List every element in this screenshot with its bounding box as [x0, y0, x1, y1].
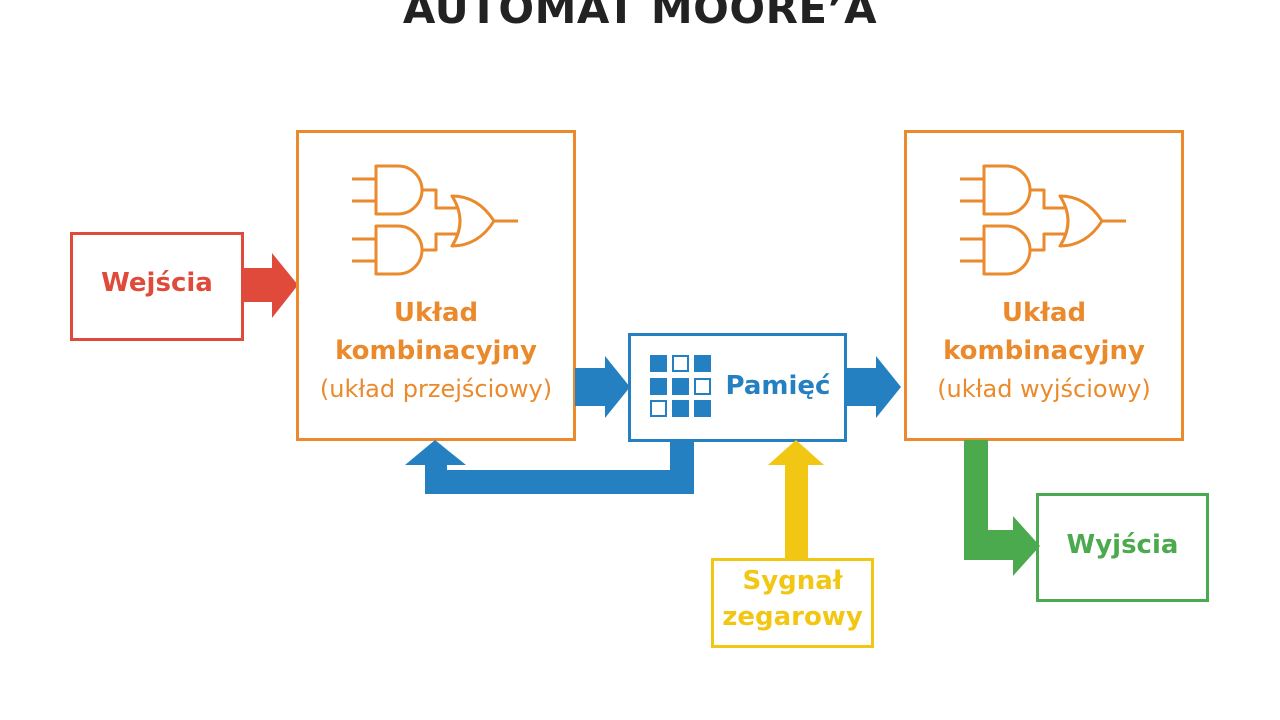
comb-left-line1: Układ — [393, 298, 479, 328]
memory-label: Pamięć — [725, 371, 831, 401]
inputs-arrow — [242, 253, 298, 318]
comb-left-line3: (układ przejściowy) — [319, 375, 553, 403]
logic-gates-icon — [960, 164, 1126, 276]
comb-to-memory-arrow — [575, 356, 630, 418]
memory-grid-icon — [650, 355, 711, 417]
memory-to-output-comb-arrow — [846, 356, 901, 418]
comb-right-box — [904, 130, 1184, 441]
clock-label: Sygnał zegarowy — [714, 563, 871, 635]
comb-left-line2: kombinacyjny — [335, 336, 537, 366]
outputs-arrow — [964, 440, 1040, 576]
clock-line1: Sygnał — [742, 566, 843, 596]
comb-right-label: Układ kombinacyjny (układ wyjściowy) — [907, 294, 1181, 408]
comb-left-label: Układ kombinacyjny (układ przejściowy) — [299, 294, 573, 408]
clock-box — [711, 558, 874, 648]
comb-right-line3: (układ wyjściowy) — [937, 375, 1151, 403]
diagram-title: AUTOMAT MOORE’A — [402, 0, 878, 33]
clock-line2: zegarowy — [722, 602, 863, 632]
outputs-label: Wyjścia — [1066, 530, 1179, 560]
comb-right-line2: kombinacyjny — [943, 336, 1145, 366]
feedback-arrow — [405, 440, 694, 494]
inputs-label: Wejścia — [101, 268, 213, 298]
clock-arrow — [768, 440, 824, 558]
outputs-box — [1036, 493, 1209, 602]
comb-right-line1: Układ — [1001, 298, 1087, 328]
comb-left-box — [296, 130, 576, 441]
logic-gates-icon — [352, 164, 518, 276]
memory-box — [628, 333, 847, 442]
